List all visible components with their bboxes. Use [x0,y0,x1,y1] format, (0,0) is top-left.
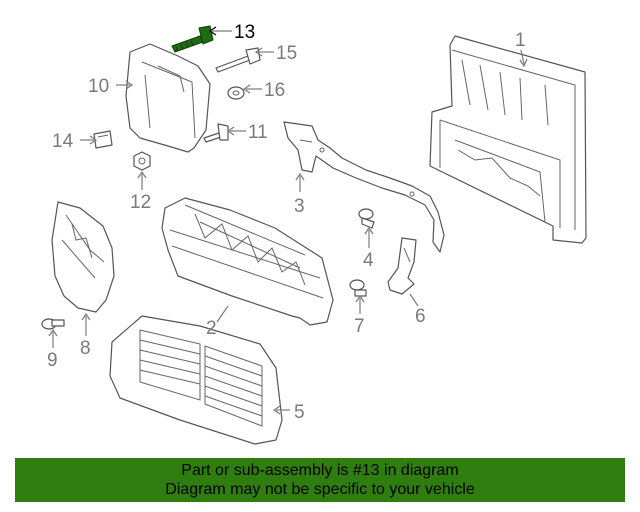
parts-diagram: 1 2 3 4 5 6 7 8 9 10 11 12 13 14 15 16 [41,22,587,445]
callout-15: 15 [276,43,297,64]
part-13-bolt-highlighted[interactable] [171,25,214,53]
callout-3: 3 [294,196,305,217]
part-7-push-pin[interactable] [349,279,367,297]
callout-6: 6 [415,306,426,327]
part-10-air-guide[interactable] [125,43,211,153]
callout-16: 16 [264,80,285,101]
callout-11: 11 [248,122,268,143]
diagram-note-banner: Part or sub-assembly is #13 in diagram D… [15,458,625,502]
callout-14: 14 [52,131,74,152]
part-4-push-pin[interactable] [358,208,375,229]
part-11-bolt[interactable] [203,123,229,143]
leader-lines [48,26,528,415]
part-14-clip[interactable] [93,130,113,149]
part-16-nut[interactable] [227,86,245,100]
part-6-bracket[interactable] [387,237,417,295]
callout-4: 4 [363,250,374,271]
part-15-bolt[interactable] [215,47,261,73]
callout-13: 13 [234,22,255,43]
part-3-upper-bracket[interactable] [283,121,445,253]
banner-line-1: Part or sub-assembly is #13 in diagram [181,462,459,479]
callout-8: 8 [80,338,91,359]
callout-7: 7 [354,316,365,337]
part-9-push-pin[interactable] [41,318,65,330]
part-5-lower-grille[interactable] [109,315,283,445]
callout-10: 10 [88,76,109,97]
part-8-side-deflector[interactable] [51,201,115,313]
part-2-shutter-assembly[interactable] [161,197,334,326]
callout-5: 5 [294,402,305,423]
callout-1: 1 [515,30,526,51]
callout-9: 9 [47,350,58,371]
callout-2: 2 [206,318,217,339]
part-1-radiator-support[interactable] [429,35,587,244]
part-12-nut[interactable] [133,151,151,171]
banner-line-2: Diagram may not be specific to your vehi… [165,481,475,498]
callout-12: 12 [130,192,151,213]
